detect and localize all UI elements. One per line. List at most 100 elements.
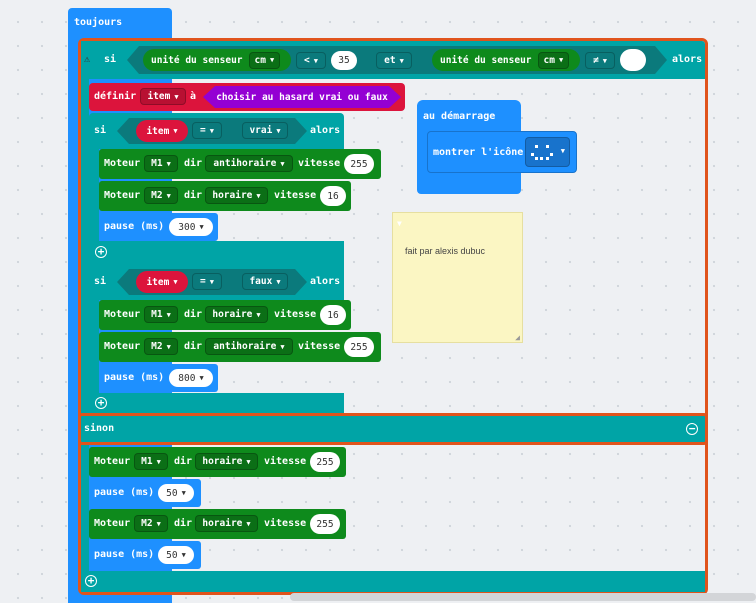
caret-down-icon: ▼ [269,56,275,64]
logic-and-value: et [384,55,396,66]
motor-a1-select[interactable]: M1▼ [144,155,178,172]
motor-b2-speed-input[interactable]: 255 [344,337,374,357]
sensor-distance-left[interactable]: unité du senseur cm▼ [143,49,291,71]
logic-and-dropdown[interactable]: et▼ [376,52,412,69]
minus-circle-icon[interactable]: − [686,423,698,435]
else-bar[interactable] [78,413,708,445]
plus-circle-icon[interactable]: + [85,575,97,587]
motor-b2-speed-label: vitesse [298,341,341,352]
compare-op-ne-value: ≠ [593,55,599,66]
motor-b2-select[interactable]: M2▼ [144,338,178,355]
compare-empty-value-input[interactable] [620,49,646,71]
vrai-value: vrai [249,125,273,136]
faux-value-dropdown[interactable]: faux▼ [242,273,288,290]
plus-circle-icon[interactable]: + [95,246,107,258]
motor-a1-label: Moteur [104,158,141,169]
sensor-left-unit-dropdown[interactable]: cm▼ [248,51,281,69]
motor-b1-speed-input[interactable]: 16 [320,305,346,325]
motor-c1-speed-label: vitesse [264,456,307,467]
if-vrai-alors-label: alors [310,125,341,136]
vrai-value-dropdown[interactable]: vrai▼ [242,122,288,139]
motor-b2-dir-value: antihoraire [213,341,277,352]
sensor-distance-right[interactable]: unité du senseur cm▼ [432,49,580,71]
motor-c1-dir-value: horaire [202,456,243,467]
sensor-right-unit-dropdown[interactable]: cm▼ [537,51,570,69]
compare-op-lt-dropdown[interactable]: <▼ [296,52,326,69]
motor-b1-speed-label: vitesse [274,309,317,320]
caret-down-icon: ▼ [181,489,186,497]
pause-b-label: pause (ms) [104,372,165,383]
motor-c1-dir-dropdown[interactable]: horaire▼ [195,453,258,470]
pause-a-label: pause (ms) [104,221,165,232]
random-boolean-block[interactable]: choisir au hasard vrai ou faux [203,86,401,108]
eq-op-vrai-value: = [200,125,206,136]
comment-note[interactable]: ▼ fait par alexis dubuc ◢ [392,212,523,343]
pause-c1-value: 50 [166,487,178,499]
motor-a2-dir-dropdown[interactable]: horaire▼ [205,187,268,204]
motor-a2-speed-label: vitesse [274,190,317,201]
chevron-down-icon[interactable]: ▼ [397,219,402,228]
caret-down-icon: ▼ [166,342,171,351]
pause-a-value: 300 [178,221,196,233]
motor-b1-dir-label: dir [184,309,203,320]
caret-down-icon: ▼ [280,342,285,351]
caret-down-icon: ▼ [276,126,281,135]
eq-op-vrai-dropdown[interactable]: =▼ [192,122,222,139]
motor-c2-select[interactable]: M2▼ [134,515,168,532]
motor-c2-value: M2 [141,518,153,529]
if-faux-footer [89,393,344,415]
pause-c2-input[interactable]: 50▼ [158,546,194,564]
motor-a2-select[interactable]: M2▼ [144,187,178,204]
motor-a1-dir-dropdown[interactable]: antihoraire▼ [205,155,293,172]
warning-icon[interactable]: ⚠ [84,54,91,65]
on-start-label: au démarrage [423,111,496,122]
set-item-var-dropdown[interactable]: item▼ [140,88,186,105]
motor-c2-speed-input[interactable]: 255 [310,514,340,534]
item-var-pill-faux[interactable]: item▼ [136,271,188,293]
motor-a2-speed-input[interactable]: 16 [320,186,346,206]
motor-a1-speed-input[interactable]: 255 [344,154,374,174]
motor-c1-select[interactable]: M1▼ [134,453,168,470]
if-vrai-footer [89,241,344,264]
caret-down-icon: ▼ [276,277,281,286]
compare-op-ne-dropdown[interactable]: ≠▼ [585,52,615,69]
horizontal-scrollbar[interactable] [290,593,756,601]
distance-value-input[interactable]: 35 [331,51,357,70]
pause-b-input[interactable]: 800▼ [169,369,213,387]
motor-a1-dir-value: antihoraire [213,158,277,169]
pause-c1-label: pause (ms) [94,487,155,498]
motor-b2-dir-dropdown[interactable]: antihoraire▼ [205,338,293,355]
caret-down-icon: ▼ [166,310,171,319]
caret-down-icon: ▼ [256,191,261,200]
set-item-label: définir [94,91,137,102]
plus-circle-icon[interactable]: + [95,397,107,409]
icon-picker-dropdown[interactable]: ▼ [525,137,570,167]
compare-op-lt-value: < [304,55,310,66]
motor-b1-select[interactable]: M1▼ [144,306,178,323]
eq-op-faux-dropdown[interactable]: =▼ [192,273,222,290]
caret-down-icon: ▼ [166,191,171,200]
motor-c2-speed-label: vitesse [264,518,307,529]
motor-b1-value: M1 [151,309,163,320]
if-vrai-spine [89,149,99,264]
caret-down-icon: ▼ [209,126,214,135]
motor-c2-dir-dropdown[interactable]: horaire▼ [195,515,258,532]
motor-a2-dir-value: horaire [212,190,253,201]
resize-handle-icon[interactable]: ◢ [515,333,520,342]
sensor-right-unit-value: cm [543,54,555,66]
comment-text[interactable]: fait par alexis dubuc [405,246,486,256]
motor-b2-label: Moteur [104,341,141,352]
item-var-pill-vrai[interactable]: item▼ [136,120,188,142]
motor-a2-value: M2 [151,190,163,201]
pause-c1-input[interactable]: 50▼ [158,484,194,502]
motor-b1-dir-dropdown[interactable]: horaire▼ [205,306,268,323]
caret-down-icon: ▼ [181,551,186,559]
motor-a1-dir-label: dir [184,158,203,169]
pause-a-input[interactable]: 300▼ [169,218,213,236]
pause-c2-value: 50 [166,549,178,561]
pause-c2-label: pause (ms) [94,549,155,560]
eq-op-faux-value: = [200,276,206,287]
motor-c1-speed-input[interactable]: 255 [310,452,340,472]
show-icon-label: montrer l'icône [433,147,524,158]
forever-label: toujours [74,17,123,28]
